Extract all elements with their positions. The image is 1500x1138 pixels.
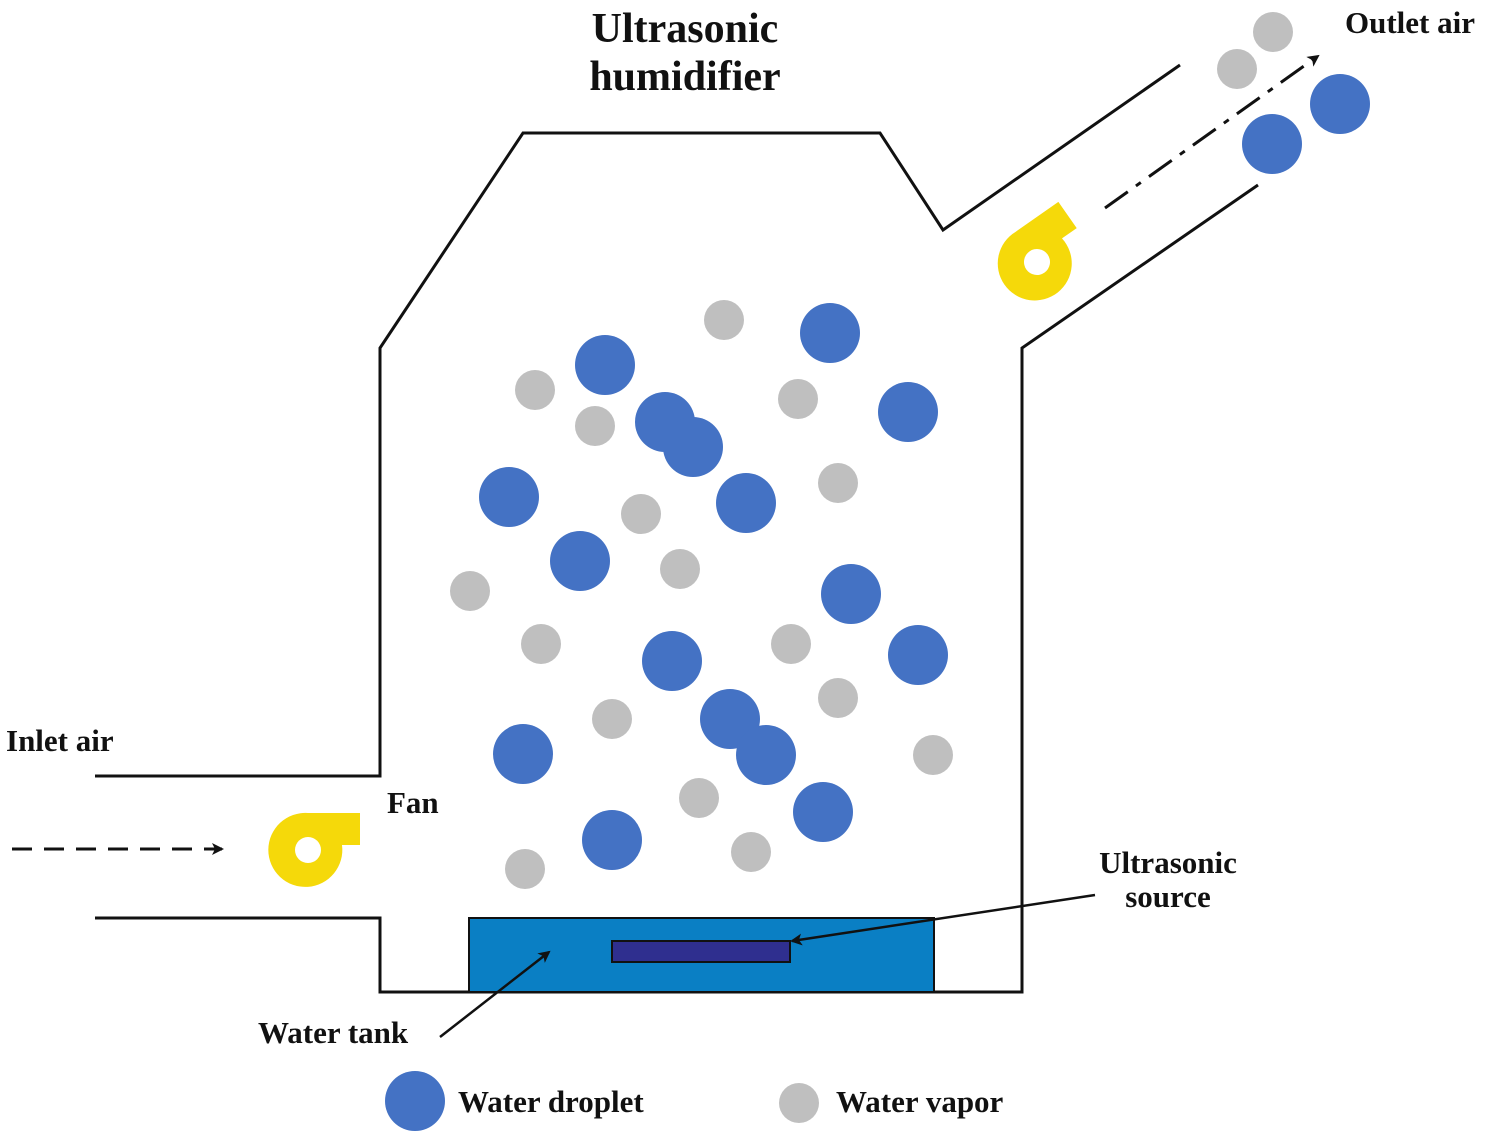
water-droplet-icon bbox=[793, 782, 853, 842]
diagram-title-line1: Ultrasonic bbox=[591, 6, 779, 52]
ultrasonic-source-leader-arrow bbox=[790, 893, 1096, 946]
water-droplet-icon bbox=[888, 625, 948, 685]
water-droplet-icon bbox=[642, 631, 702, 691]
legend-vapor-icon bbox=[779, 1083, 819, 1123]
water-droplet-icon bbox=[493, 724, 553, 784]
ultrasonic-source-label-line1: Ultrasonic bbox=[1099, 845, 1237, 880]
inlet-air-label: Inlet air bbox=[6, 723, 114, 758]
water-droplet-particles bbox=[479, 74, 1370, 870]
water-vapor-icon bbox=[1217, 49, 1257, 89]
water-vapor-icon bbox=[592, 699, 632, 739]
fan-icon bbox=[268, 812, 360, 887]
fan-label: Fan bbox=[387, 785, 439, 820]
water-droplet-icon bbox=[582, 810, 642, 870]
legend-droplet-label: Water droplet bbox=[458, 1084, 644, 1119]
water-vapor-particles bbox=[450, 12, 1293, 889]
ultrasonic-source-label: Ultrasonic source bbox=[1088, 845, 1248, 915]
water-droplet-icon bbox=[716, 473, 776, 533]
ultrasonic-source bbox=[611, 940, 791, 963]
fan-icon bbox=[997, 201, 1077, 301]
water-droplet-icon bbox=[800, 303, 860, 363]
outlet-air-arrow bbox=[1104, 54, 1320, 210]
water-vapor-icon bbox=[1253, 12, 1293, 52]
water-vapor-icon bbox=[621, 494, 661, 534]
water-droplet-icon bbox=[663, 417, 723, 477]
water-droplet-icon bbox=[1242, 114, 1302, 174]
water-droplet-icon bbox=[878, 382, 938, 442]
water-tank-label: Water tank bbox=[258, 1015, 409, 1050]
water-vapor-icon bbox=[450, 571, 490, 611]
water-vapor-icon bbox=[704, 300, 744, 340]
water-vapor-icon bbox=[679, 778, 719, 818]
outlet-air-label: Outlet air bbox=[1345, 5, 1475, 40]
water-vapor-icon bbox=[778, 379, 818, 419]
water-vapor-icon bbox=[575, 406, 615, 446]
water-droplet-icon bbox=[736, 725, 796, 785]
water-droplet-icon bbox=[550, 531, 610, 591]
legend-vapor-label: Water vapor bbox=[836, 1084, 1004, 1119]
legend-droplet-icon bbox=[385, 1071, 445, 1131]
water-vapor-icon bbox=[515, 370, 555, 410]
water-vapor-icon bbox=[913, 735, 953, 775]
water-vapor-icon bbox=[771, 624, 811, 664]
water-vapor-icon bbox=[818, 463, 858, 503]
water-vapor-icon bbox=[660, 549, 700, 589]
ultrasonic-source-label-line2: source bbox=[1125, 879, 1211, 915]
water-vapor-icon bbox=[731, 832, 771, 872]
diagram-title-line2: humidifier bbox=[589, 54, 781, 101]
diagram-title: Ultrasonic humidifier bbox=[540, 5, 830, 102]
water-droplet-icon bbox=[1310, 74, 1370, 134]
water-droplet-icon bbox=[575, 335, 635, 395]
water-droplet-icon bbox=[821, 564, 881, 624]
water-droplet-icon bbox=[479, 467, 539, 527]
water-vapor-icon bbox=[521, 624, 561, 664]
water-vapor-icon bbox=[818, 678, 858, 718]
water-vapor-icon bbox=[505, 849, 545, 889]
water-tank-leader-arrow bbox=[439, 950, 551, 1038]
